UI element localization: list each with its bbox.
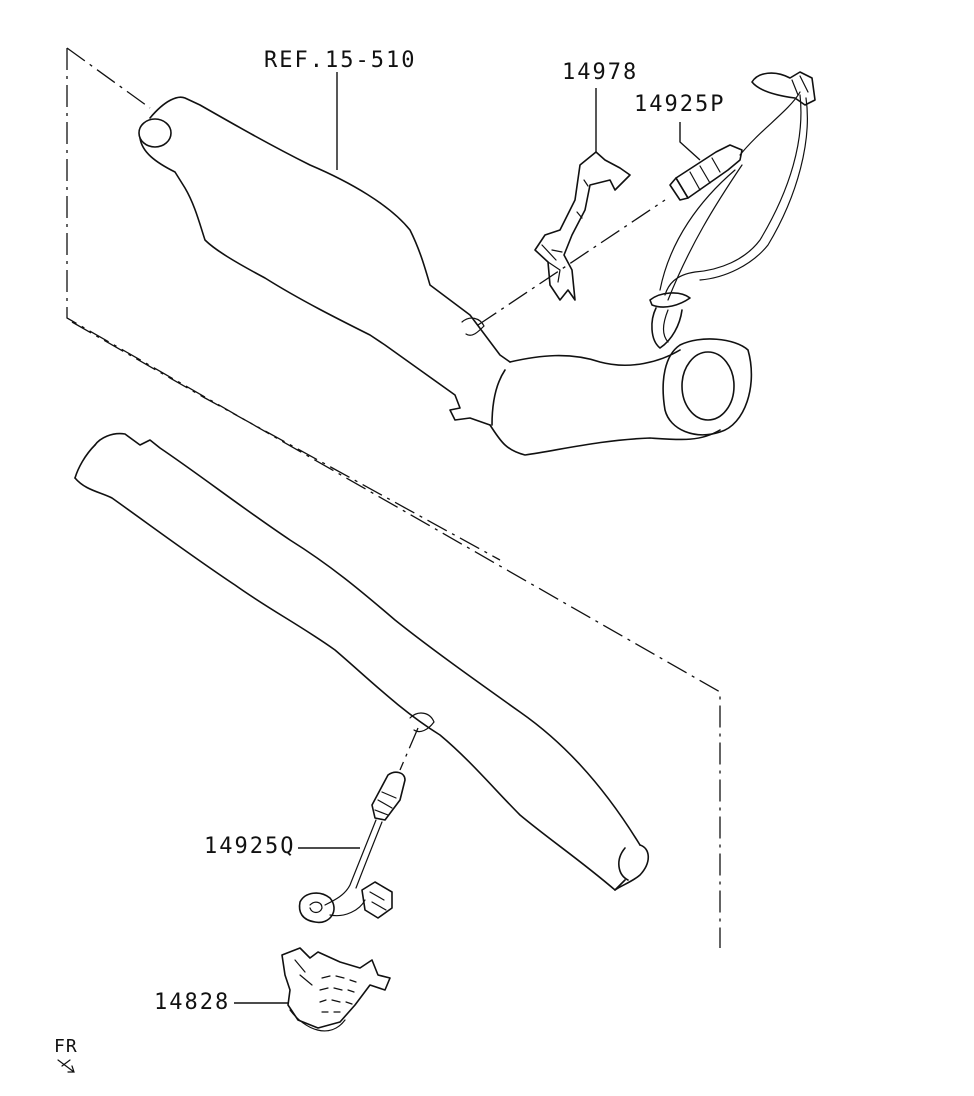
sensor-lower-part-label: 14925Q bbox=[204, 834, 296, 859]
oxygen-sensor-14925q bbox=[298, 727, 419, 924]
bracket-14978 bbox=[534, 151, 631, 301]
front-direction-arrow bbox=[57, 1059, 75, 1073]
exhaust-pipe bbox=[74, 432, 650, 891]
sensor-upper-part-label: 14925P bbox=[634, 92, 726, 117]
heat-shield-part-label: 14828 bbox=[154, 990, 231, 1015]
front-direction-label: FR bbox=[54, 1036, 78, 1057]
oxygen-sensor-14925p bbox=[477, 71, 816, 349]
leader-lines bbox=[234, 72, 701, 1004]
bracket-part-label: 14978 bbox=[562, 60, 639, 85]
assembly-boundary bbox=[66, 47, 721, 948]
catalytic-converter bbox=[138, 96, 753, 456]
heat-shield-14828 bbox=[281, 947, 391, 1032]
ref-label: REF.15-510 bbox=[264, 48, 417, 73]
